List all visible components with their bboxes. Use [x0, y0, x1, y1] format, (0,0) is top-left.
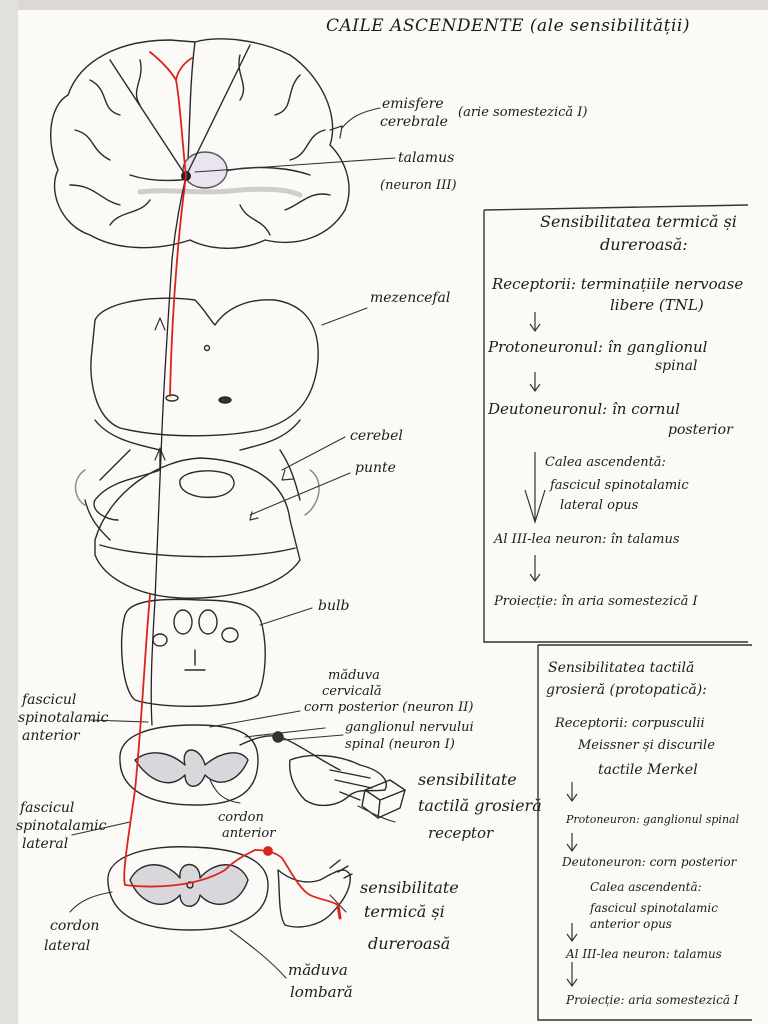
box1-receptori-1: Receptorii: terminațiile nervoase [492, 275, 744, 293]
box2-proiectie: Proiecție: aria somestezică I [566, 993, 739, 1007]
label-cordon-lateral-2: lateral [44, 938, 91, 954]
label-maduva-lombara-1: măduva [288, 961, 348, 979]
arrow-marks [154, 125, 343, 521]
box1-heading-2: dureroasă: [600, 235, 688, 254]
box1-proiectie: Proiecție: în aria somestezică I [494, 594, 698, 609]
box2-deutoneuron: Deutoneuron: corn posterior [562, 855, 737, 869]
box2-receptori-3: tactile Merkel [598, 762, 698, 778]
box1-heading-1: Sensibilitatea termică și [540, 212, 737, 231]
leader-lines [69, 107, 396, 979]
label-cerebel: cerebel [350, 428, 403, 444]
label-fascicul-lateral-2: spinotalamic [16, 818, 107, 834]
box1-receptori-2: libere (TNL) [610, 296, 704, 314]
lateral-spinothalamic-tract [123, 51, 342, 920]
box2-cale-3: anterior opus [590, 917, 672, 931]
label-fascicul-anterior-1: fascicul [22, 692, 77, 708]
brain-section [50, 38, 350, 249]
label-ganglion-2: spinal (neuron I) [345, 737, 455, 752]
medulla-oblongata [120, 598, 266, 708]
anterior-spinothalamic-tract [150, 175, 187, 726]
box2-receptori-2: Meissner și discurile [578, 738, 715, 753]
label-sensibilitate-tactila-2: tactilă grosieră [418, 796, 542, 815]
label-receptor: receptor [428, 824, 494, 842]
paper-left-edge [0, 0, 18, 1024]
cervical-spinal-cord [119, 724, 341, 806]
label-corn-posterior: corn posterior (neuron II) [304, 700, 474, 715]
info-box-frames [483, 204, 752, 1021]
label-sensibilitate-termica-1: sensibilitate [360, 878, 459, 897]
label-maduva-cervicala-2: cervicală [322, 684, 382, 699]
label-punte: punte [355, 460, 396, 476]
foot-illustration [277, 859, 353, 928]
box2-cale-2: fascicul spinotalamic [590, 901, 718, 915]
label-fascicul-anterior-3: anterior [22, 728, 80, 744]
box1-deutoneuron-2: posterior [668, 422, 733, 438]
label-fascicul-lateral-1: fascicul [20, 800, 75, 816]
label-ganglion-1: ganglionul nervului [345, 720, 474, 735]
mesencephalon [90, 297, 319, 437]
label-bulb: bulb [318, 598, 350, 614]
label-sensibilitate-termica-3: dureroasă [368, 934, 451, 953]
box1-cale-1: Calea ascendentă: [545, 455, 666, 470]
info-box-arrows [524, 312, 578, 988]
label-arie-somestezica: (arie somestezică I) [458, 105, 588, 120]
label-mezencefal: mezencefal [370, 290, 451, 306]
label-talamus: talamus [398, 150, 455, 166]
box2-heading-1: Sensibilitatea tactilă [548, 660, 695, 676]
label-maduva-cervicala-1: măduva [328, 668, 380, 683]
hand-illustration [288, 754, 406, 819]
box2-neuron-3: Al III-lea neuron: talamus [566, 947, 722, 961]
label-sensibilitate-termica-2: termică și [364, 902, 445, 921]
box1-cale-2: fascicul spinotalamic [550, 478, 689, 493]
box1-cale-3: lateral opus [560, 498, 639, 513]
box2-protoneuron: Protoneuron: ganglionul spinal [566, 813, 740, 826]
label-cordon-lateral-1: cordon [50, 918, 100, 934]
label-maduva-lombara-2: lombară [290, 983, 353, 1001]
label-cordon-anterior-2: anterior [222, 826, 276, 841]
label-cerebrale: cerebrale [380, 114, 448, 130]
box1-protoneuron-2: spinal [655, 358, 698, 374]
box2-cale-1: Calea ascendentă: [590, 880, 702, 894]
label-fascicul-lateral-3: lateral [22, 836, 69, 852]
label-cordon-anterior-1: cordon [218, 810, 264, 825]
label-fascicul-anterior-2: spinotalamic [18, 710, 109, 726]
box2-heading-2: grosieră (protopatică): [546, 682, 707, 698]
label-neuron-3: (neuron III) [380, 178, 457, 193]
box1-protoneuron-1: Protoneuronul: în ganglionul [488, 338, 708, 356]
paper-top-edge [0, 0, 768, 10]
box1-deutoneuron-1: Deutoneuronul: în cornul [488, 400, 680, 418]
box1-neuron-3: Al III-lea neuron: în talamus [494, 532, 680, 547]
page-title: CAILE ASCENDENTE (ale sensibilității) [326, 16, 690, 36]
label-sensibilitate-tactila-1: sensibilitate [418, 770, 517, 789]
box2-receptori-1: Receptorii: corpusculii [555, 716, 705, 731]
label-emisfere: emisfere [382, 96, 444, 112]
lumbar-spinal-cord [107, 846, 269, 931]
pons-cerebellum [74, 419, 320, 599]
